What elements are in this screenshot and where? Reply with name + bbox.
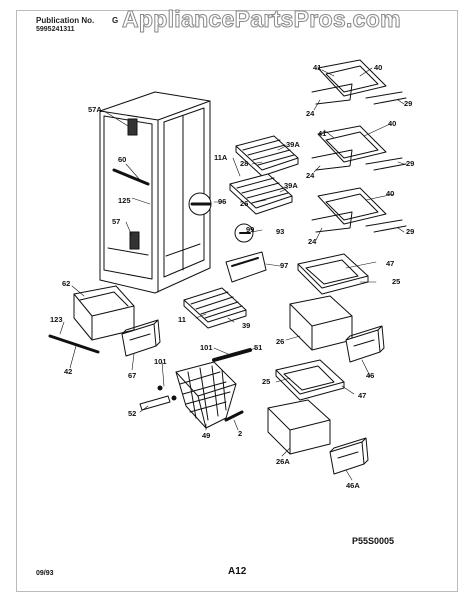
publication-label: Publication No. xyxy=(36,16,95,25)
part-label-99: 99 xyxy=(246,225,255,234)
glass-shelf-top xyxy=(311,59,407,105)
part-label-26A: 26A xyxy=(276,457,290,466)
part-label-67: 67 xyxy=(128,371,137,380)
cabinet xyxy=(99,91,211,294)
part-label-41-middle: 41 xyxy=(318,129,327,138)
part-label-47-upper: 47 xyxy=(386,259,395,268)
part-label-46A: 46A xyxy=(346,481,360,490)
part-label-47-lower: 47 xyxy=(358,391,367,400)
part-label-49: 49 xyxy=(202,431,211,440)
shelf-rack-11 xyxy=(183,287,247,329)
door-bin-46A xyxy=(329,437,369,475)
part-label-60: 60 xyxy=(118,155,127,164)
shelf-rack-26 xyxy=(229,173,293,215)
part-label-51: 51 xyxy=(254,343,263,352)
glass-shelf-middle xyxy=(311,125,407,171)
drawing-code: P55S0005 xyxy=(352,536,395,546)
part-label-96: 96 xyxy=(218,197,227,206)
part-label-24-bottom: 24 xyxy=(308,237,317,246)
part-label-101-lower: 101 xyxy=(154,357,167,366)
part-label-123: 123 xyxy=(50,315,63,324)
part-label-57: 57 xyxy=(112,217,121,226)
part-label-24-top: 24 xyxy=(306,109,315,118)
part-label-57A: 57A xyxy=(88,105,102,114)
part-label-24-middle: 24 xyxy=(306,171,315,180)
crisper-pan-right xyxy=(289,295,353,351)
part-label-11: 11 xyxy=(178,315,186,324)
shelf-rack-28 xyxy=(235,135,299,177)
part-label-40-middle: 40 xyxy=(388,119,397,128)
part-label-52: 52 xyxy=(128,409,137,418)
crisper-pan-left xyxy=(73,285,135,341)
page-number: A12 xyxy=(228,566,247,577)
part-label-101-upper: 101 xyxy=(200,343,213,352)
part-label-46: 46 xyxy=(366,371,375,380)
part-label-40-top: 40 xyxy=(374,63,383,72)
part-label-26-rack: 26 xyxy=(240,199,249,208)
publication-number: 5995241311 xyxy=(36,26,75,33)
door-bin-67 xyxy=(121,319,161,357)
part-label-11A: 11A xyxy=(214,153,228,162)
revision-date: 09/93 xyxy=(36,570,54,577)
glass-shelf-bottom xyxy=(311,187,407,233)
crisper-pan-lower xyxy=(267,399,331,455)
crisper-cover-right xyxy=(297,253,369,295)
part-label-39: 39 xyxy=(242,321,251,330)
control-assembly xyxy=(188,192,267,283)
door-bin-46 xyxy=(345,325,385,363)
part-label-40-bottom: 40 xyxy=(386,189,395,198)
part-label-41-top: 41 xyxy=(313,63,322,72)
part-label-39A-lower: 39A xyxy=(284,181,298,190)
part-label-42: 42 xyxy=(64,367,73,376)
watermark: AppliancePartsPros.com xyxy=(122,6,402,33)
part-label-2: 2 xyxy=(238,429,243,438)
part-label-29-middle: 29 xyxy=(406,159,415,168)
crisper-cover-lower xyxy=(275,359,345,401)
part-label-28: 28 xyxy=(240,159,249,168)
part-label-25-lower: 25 xyxy=(262,377,271,386)
part-label-29-top: 29 xyxy=(404,99,413,108)
part-label-26-pan: 26 xyxy=(276,337,285,346)
part-label-62: 62 xyxy=(62,279,71,288)
part-label-39A-upper: 39A xyxy=(286,140,300,149)
part-label-29-bottom: 29 xyxy=(406,227,415,236)
part-label-125: 125 xyxy=(118,196,131,205)
model-fragment: G xyxy=(112,16,119,25)
part-label-97: 97 xyxy=(280,261,289,270)
part-label-93: 93 xyxy=(276,227,285,236)
leader-lines xyxy=(59,67,405,481)
part-label-25-upper: 25 xyxy=(392,277,401,286)
